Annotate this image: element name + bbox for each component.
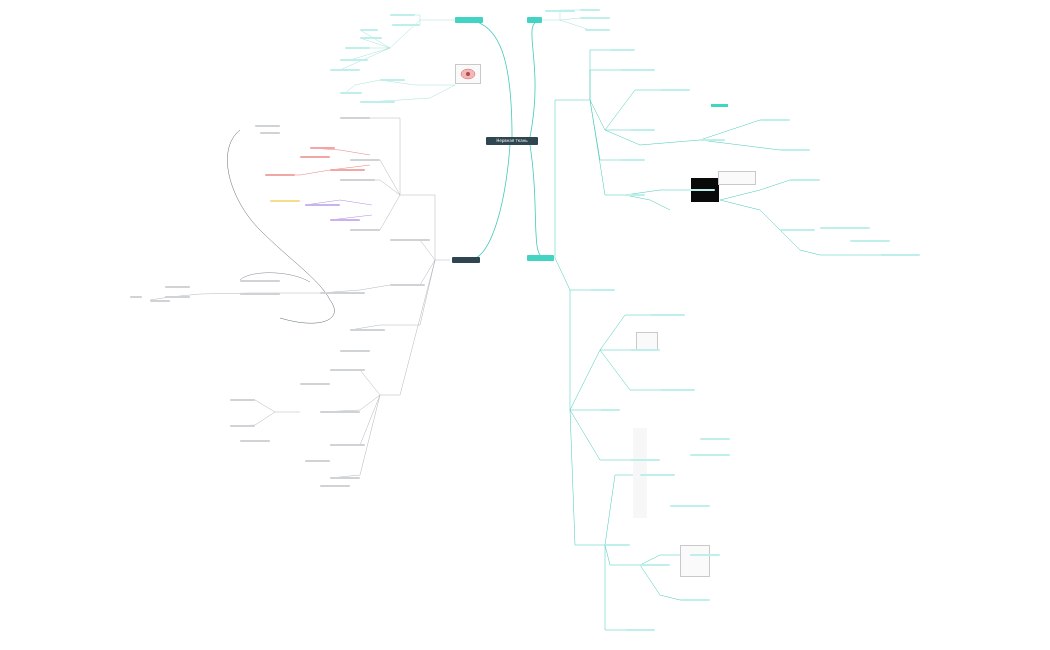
leaf-topic[interactable]	[585, 29, 610, 31]
leaf-topic[interactable]	[850, 240, 890, 242]
leaf-topic[interactable]	[880, 254, 920, 256]
leaf-topic[interactable]	[700, 438, 730, 440]
leaf-topic[interactable]	[620, 69, 655, 71]
leaf-topic[interactable]	[330, 477, 360, 479]
leaf-topic[interactable]	[350, 329, 385, 331]
leaf-topic[interactable]	[360, 101, 395, 103]
leaf-topic[interactable]	[670, 505, 710, 507]
highlight-chip[interactable]	[711, 104, 728, 107]
leaf-topic[interactable]	[300, 383, 330, 385]
leaf-topic[interactable]	[380, 79, 405, 81]
leaf-topic[interactable]	[240, 293, 280, 295]
cross-link-curve	[227, 129, 335, 324]
leaf-topic[interactable]	[620, 159, 645, 161]
leaf-topic[interactable]	[305, 460, 330, 462]
leaf-topic[interactable]	[360, 37, 382, 39]
leaf-topic[interactable]	[690, 554, 720, 556]
leaf-topic[interactable]	[590, 289, 615, 291]
leaf-topic[interactable]	[630, 459, 660, 461]
leaf-topic[interactable]	[610, 49, 635, 51]
leaf-topic[interactable]	[340, 117, 370, 119]
leaf-topic[interactable]	[130, 296, 142, 298]
leaf-topic[interactable]	[390, 239, 430, 241]
topic-mid-right[interactable]	[527, 255, 554, 261]
leaf-topic[interactable]	[165, 296, 190, 298]
neuron-diagram-image	[455, 64, 481, 84]
synapse-diagram-image	[680, 545, 710, 577]
leaf-topic[interactable]	[330, 69, 360, 71]
cell-column-image	[633, 428, 647, 518]
leaf-topic[interactable]	[150, 300, 170, 302]
leaf-topic[interactable]	[340, 92, 362, 94]
leaf-topic[interactable]	[600, 409, 620, 411]
leaf-topic[interactable]	[305, 204, 340, 206]
leaf-topic[interactable]	[350, 229, 380, 231]
leaf-topic[interactable]	[230, 425, 255, 427]
leaf-topic[interactable]	[390, 284, 425, 286]
leaf-topic[interactable]	[650, 314, 685, 316]
leaf-topic[interactable]	[330, 169, 365, 171]
leaf-topic[interactable]	[545, 10, 575, 12]
leaf-topic[interactable]	[330, 219, 360, 221]
leaf-topic[interactable]	[690, 189, 715, 191]
leaf-topic[interactable]	[270, 200, 300, 202]
leaf-topic[interactable]	[340, 179, 375, 181]
leaf-topic[interactable]	[240, 280, 280, 282]
leaf-topic[interactable]	[165, 286, 190, 288]
root-topic[interactable]: Нервная ткань	[486, 137, 538, 145]
leaf-topic[interactable]	[255, 125, 280, 127]
nerve-cells-image	[718, 171, 756, 185]
leaf-topic[interactable]	[780, 229, 815, 231]
purple-links	[304, 199, 373, 221]
leaf-topic[interactable]	[700, 139, 725, 141]
leaf-topic[interactable]	[660, 389, 695, 391]
leaf-topic[interactable]	[310, 147, 335, 149]
leaf-topic[interactable]	[390, 14, 415, 16]
leaf-topic[interactable]	[640, 474, 675, 476]
topic-top-left[interactable]	[455, 17, 483, 23]
leaf-topic[interactable]	[625, 629, 655, 631]
leaf-topic[interactable]	[340, 59, 368, 61]
leaf-topic[interactable]	[230, 399, 255, 401]
leaf-topic[interactable]	[780, 149, 810, 151]
leaf-topic[interactable]	[640, 564, 670, 566]
leaf-topic[interactable]	[605, 544, 630, 546]
leaf-topic[interactable]	[300, 156, 330, 158]
topic-mid-left[interactable]	[452, 257, 480, 263]
leaf-topic[interactable]	[820, 227, 870, 229]
topic-top-right[interactable]	[527, 17, 542, 23]
leaf-topic[interactable]	[660, 89, 690, 91]
leaf-topic[interactable]	[580, 9, 600, 11]
leaf-topic[interactable]	[330, 444, 365, 446]
leaf-topic[interactable]	[690, 454, 730, 456]
leaf-topic[interactable]	[330, 369, 365, 371]
leaf-topic[interactable]	[580, 17, 610, 19]
leaf-topic[interactable]	[680, 599, 710, 601]
right-tree	[554, 49, 880, 631]
left-tree	[149, 117, 450, 479]
top-right-tree	[540, 9, 610, 31]
leaf-topic[interactable]	[260, 132, 280, 134]
leaf-topic[interactable]	[630, 129, 655, 131]
leaf-topic[interactable]	[340, 350, 370, 352]
leaf-topic[interactable]	[350, 159, 380, 161]
cell-types-image	[636, 332, 658, 350]
leaf-topic[interactable]	[392, 24, 420, 26]
leaf-topic[interactable]	[345, 47, 370, 49]
leaf-topic[interactable]	[790, 179, 820, 181]
leaf-topic[interactable]	[630, 349, 660, 351]
leaf-topic[interactable]	[360, 29, 378, 31]
leaf-topic[interactable]	[265, 174, 295, 176]
leaf-topic[interactable]	[320, 411, 360, 413]
leaf-topic[interactable]	[625, 194, 645, 196]
leaf-topic[interactable]	[760, 119, 790, 121]
leaf-topic[interactable]	[320, 485, 350, 487]
leaf-topic[interactable]	[320, 292, 365, 294]
leaf-topic[interactable]	[240, 440, 270, 442]
neuron-icon	[460, 68, 476, 80]
